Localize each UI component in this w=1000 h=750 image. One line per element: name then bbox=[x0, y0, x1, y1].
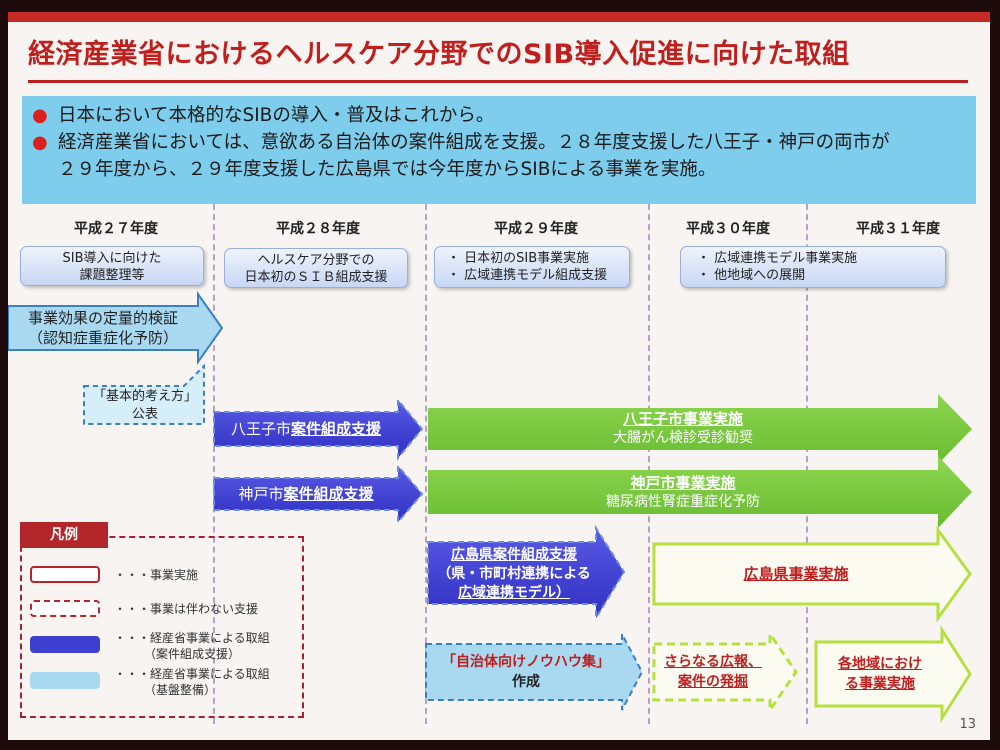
summary-bullet-1: ● 日本において本格的なSIBの導入・普及はこれから。 bbox=[32, 102, 966, 129]
arrow-hiroshima-impl bbox=[652, 525, 972, 623]
legend-swatch-dashed bbox=[30, 600, 100, 617]
column-divider bbox=[425, 204, 427, 724]
arrow-kobe-impl bbox=[428, 456, 972, 528]
legend-title: 凡例 bbox=[20, 522, 108, 548]
arrow-promotion bbox=[652, 629, 798, 715]
callout-basic-policy bbox=[83, 363, 205, 425]
arrow-hachioji-support bbox=[213, 397, 424, 461]
label-hiroshima-support: 広島県案件組成支援 （県・市町村連携による 広域連携モデル） bbox=[437, 547, 591, 601]
pill-h27: SIB導入に向けた課題整理等 bbox=[20, 246, 204, 286]
label-kobe-impl: 神戸市事業実施 糖尿病性腎症重症化予防 bbox=[606, 474, 760, 510]
bullet-icon: ● bbox=[32, 105, 48, 126]
legend-item-3: ・・・経産省事業による取組 （案件組成支援） bbox=[114, 631, 270, 661]
column-divider bbox=[806, 204, 808, 724]
arrow-knowhow bbox=[425, 633, 644, 711]
label-knowhow: 「自治体向けノウハウ集」 作成 bbox=[442, 654, 610, 690]
legend-box bbox=[20, 536, 304, 718]
title-underline bbox=[28, 80, 968, 83]
label-hachioji-impl: 八王子市事業実施 大腸がん検診受診勧奨 bbox=[613, 410, 753, 446]
pill-h28: ヘルスケア分野での日本初のＳＩＢ組成支援 bbox=[224, 248, 408, 288]
label-kobe-support: 神戸市案件組成支援 bbox=[238, 485, 374, 503]
summary-bullet-2: ● 経済産業省においては、意欲ある自治体の案件組成を支援。２８年度支援した八王子… bbox=[32, 129, 966, 183]
legend-item-4: ・・・経産省事業による取組 （基盤整備） bbox=[114, 667, 270, 697]
arrows-layer bbox=[8, 290, 972, 724]
pill-h29: ・ 日本初のSIB事業実施・ 広域連携モデル組成支援 bbox=[434, 246, 630, 288]
legend-swatch-lightblue bbox=[30, 672, 100, 689]
legend-swatch-solid bbox=[30, 566, 100, 583]
label-basic-policy: 「基本的考え方」公表 bbox=[92, 389, 197, 422]
slide: 経済産業省におけるヘルスケア分野でのSIB導入促進に向けた取組 ● 日本において… bbox=[8, 12, 990, 740]
year-h29: 平成２９年度 bbox=[494, 221, 578, 237]
arrow-hachioji-impl bbox=[428, 394, 972, 464]
year-h27: 平成２７年度 bbox=[74, 221, 158, 237]
legend-swatch-blue bbox=[30, 636, 100, 653]
arrow-hiroshima-support bbox=[427, 524, 626, 622]
year-h31: 平成３１年度 bbox=[856, 221, 940, 237]
bullet-icon: ● bbox=[32, 132, 48, 153]
page-number: 13 bbox=[959, 717, 976, 732]
legend-item-2: ・・・事業は伴わない支援 bbox=[114, 602, 259, 616]
arrow-kobe-support bbox=[213, 463, 424, 525]
label-verification: 事業効果の定量的検証（認知症重症化予防） bbox=[27, 309, 178, 347]
year-h30: 平成３０年度 bbox=[686, 221, 770, 237]
column-divider bbox=[648, 204, 650, 724]
year-h28: 平成２８年度 bbox=[276, 221, 360, 237]
summary-box: ● 日本において本格的なSIBの導入・普及はこれから。 ● 経済産業省においては… bbox=[22, 96, 976, 204]
legend-item-1: ・・・事業実施 bbox=[114, 568, 199, 582]
pill-h30: ・ 広域連携モデル事業実施・ 他地域への展開 bbox=[680, 246, 946, 288]
page-title: 経済産業省におけるヘルスケア分野でのSIB導入促進に向けた取組 bbox=[28, 39, 850, 70]
arrow-verification bbox=[8, 290, 224, 366]
label-hachioji-support: 八王子市案件組成支援 bbox=[230, 420, 382, 438]
column-divider bbox=[213, 204, 215, 724]
label-regional: 各地域におけ る事業実施 bbox=[838, 656, 922, 692]
arrow-regional bbox=[814, 624, 972, 724]
label-promotion: さらなる広報、 案件の発掘 bbox=[664, 654, 762, 690]
label-hiroshima-impl: 広島県事業実施 bbox=[743, 565, 849, 583]
